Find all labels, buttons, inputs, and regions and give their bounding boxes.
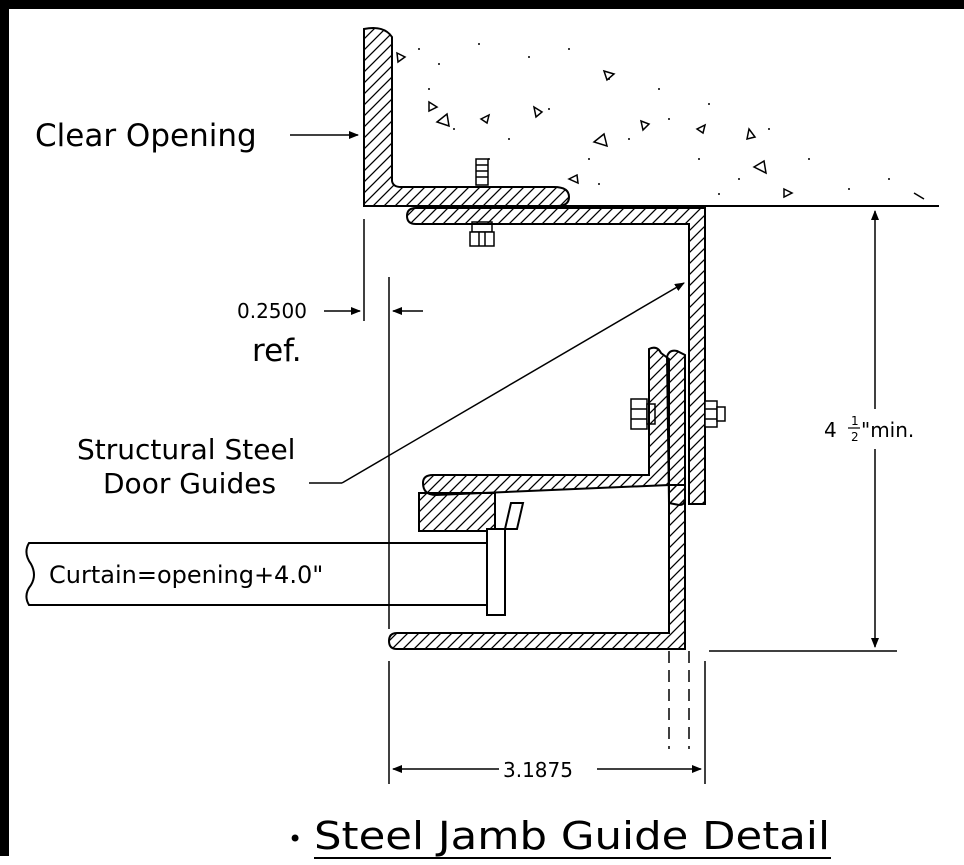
width-dimension-value: 3.1875 (503, 758, 573, 782)
concrete-wall (363, 27, 939, 207)
curtain-label: Curtain=opening+4.0" (49, 561, 323, 589)
guides-label-line2: Door Guides (103, 467, 276, 500)
svg-text:1: 1 (851, 414, 859, 428)
detail-drawing: Clear Opening 0.2500 ref. Structural Ste… (25, 27, 939, 859)
offset-ref-label: ref. (252, 333, 302, 369)
anchor-bolt (469, 158, 495, 247)
svg-text:4: 4 (824, 418, 837, 442)
guides-label-line1: Structural Steel (77, 433, 295, 466)
steel-guide-top-angle (405, 207, 706, 505)
detail-title: Steel Jamb Guide Detail (314, 814, 830, 858)
svg-text:2: 2 (851, 430, 859, 444)
concrete-speckles (418, 43, 890, 195)
offset-dimension-value: 0.2500 (237, 299, 307, 323)
height-dimension-label: 4 1 2 "min. (824, 414, 914, 444)
hidden-lines (668, 651, 690, 749)
curtain (25, 502, 525, 616)
svg-text:"min.: "min. (861, 418, 914, 442)
concrete-aggregate (396, 51, 925, 200)
steel-guide-channel (387, 346, 686, 650)
clear-opening-label: Clear Opening (35, 118, 257, 154)
title-bullet: • (288, 825, 302, 853)
dimension-lines (290, 131, 939, 784)
